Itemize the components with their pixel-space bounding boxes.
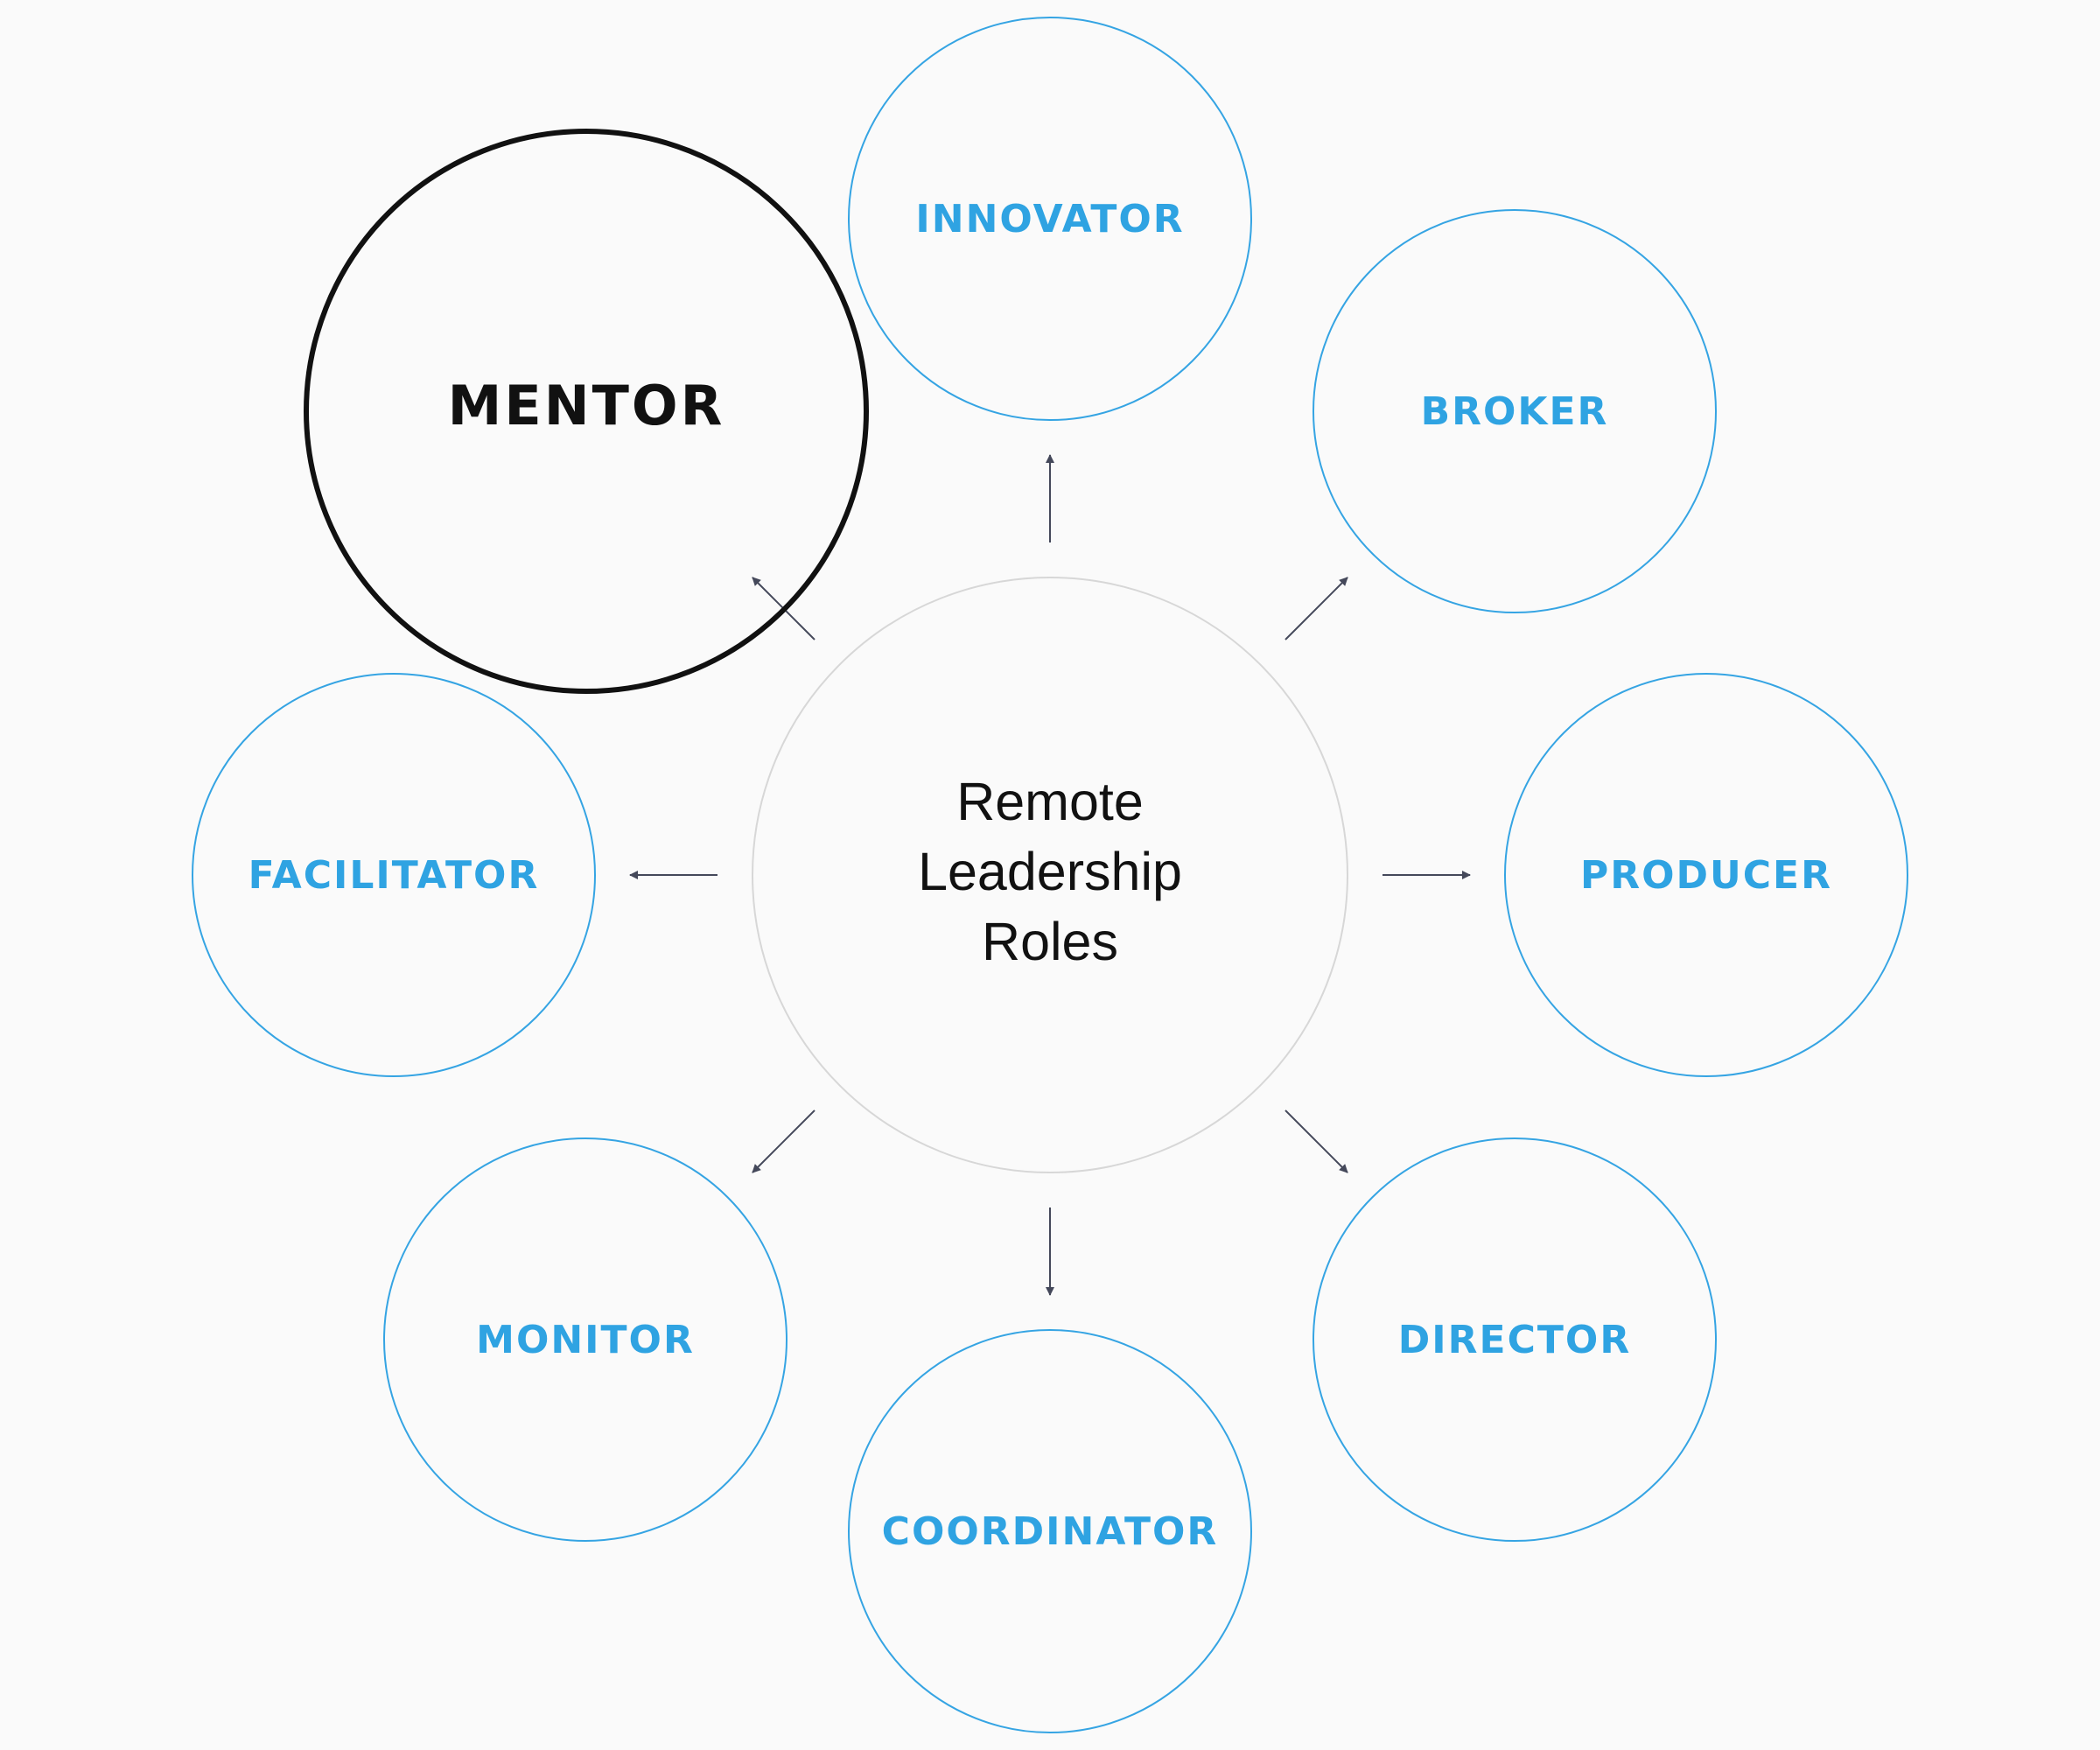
center-circle [752,577,1348,1173]
role-node-director: DIRECTOR [1312,1138,1717,1542]
role-circle [1312,209,1717,613]
role-label-producer: PRODUCER [1580,853,1832,898]
center-title-line-3: Roles [982,912,1118,971]
role-label-broker: BROKER [1421,389,1609,434]
role-node-monitor: MONITOR [383,1138,788,1542]
role-label-coordinator: COORDINATOR [882,1509,1219,1554]
arrow-to-monitor [752,1110,816,1173]
role-circle [192,673,596,1077]
role-label-director: DIRECTOR [1398,1318,1631,1362]
role-circle-highlighted [304,129,869,694]
arrow-to-broker [1284,577,1348,640]
role-node-broker: BROKER [1312,209,1717,613]
role-circle [1312,1138,1717,1542]
role-node-coordinator: COORDINATOR [848,1329,1252,1733]
role-circle [848,1329,1252,1733]
role-circle [848,17,1252,421]
role-node-mentor-highlighted: MENTOR [304,129,869,694]
role-node-facilitator: FACILITATOR [192,673,596,1077]
center-title-line-2: Leadership [918,842,1182,901]
role-label-facilitator: FACILITATOR [248,853,540,898]
role-label-mentor: MENTOR [448,374,725,438]
role-node-producer: PRODUCER [1504,673,1908,1077]
center-node: Remote Leadership Roles [752,577,1348,1173]
role-circle [1504,673,1908,1077]
arrow-to-director [1284,1110,1348,1173]
role-node-innovator: INNOVATOR [848,17,1252,421]
role-label-innovator: INNOVATOR [915,197,1184,242]
center-title-line-1: Remote [956,772,1144,831]
role-circle [383,1138,788,1542]
role-label-monitor: MONITOR [476,1318,695,1362]
